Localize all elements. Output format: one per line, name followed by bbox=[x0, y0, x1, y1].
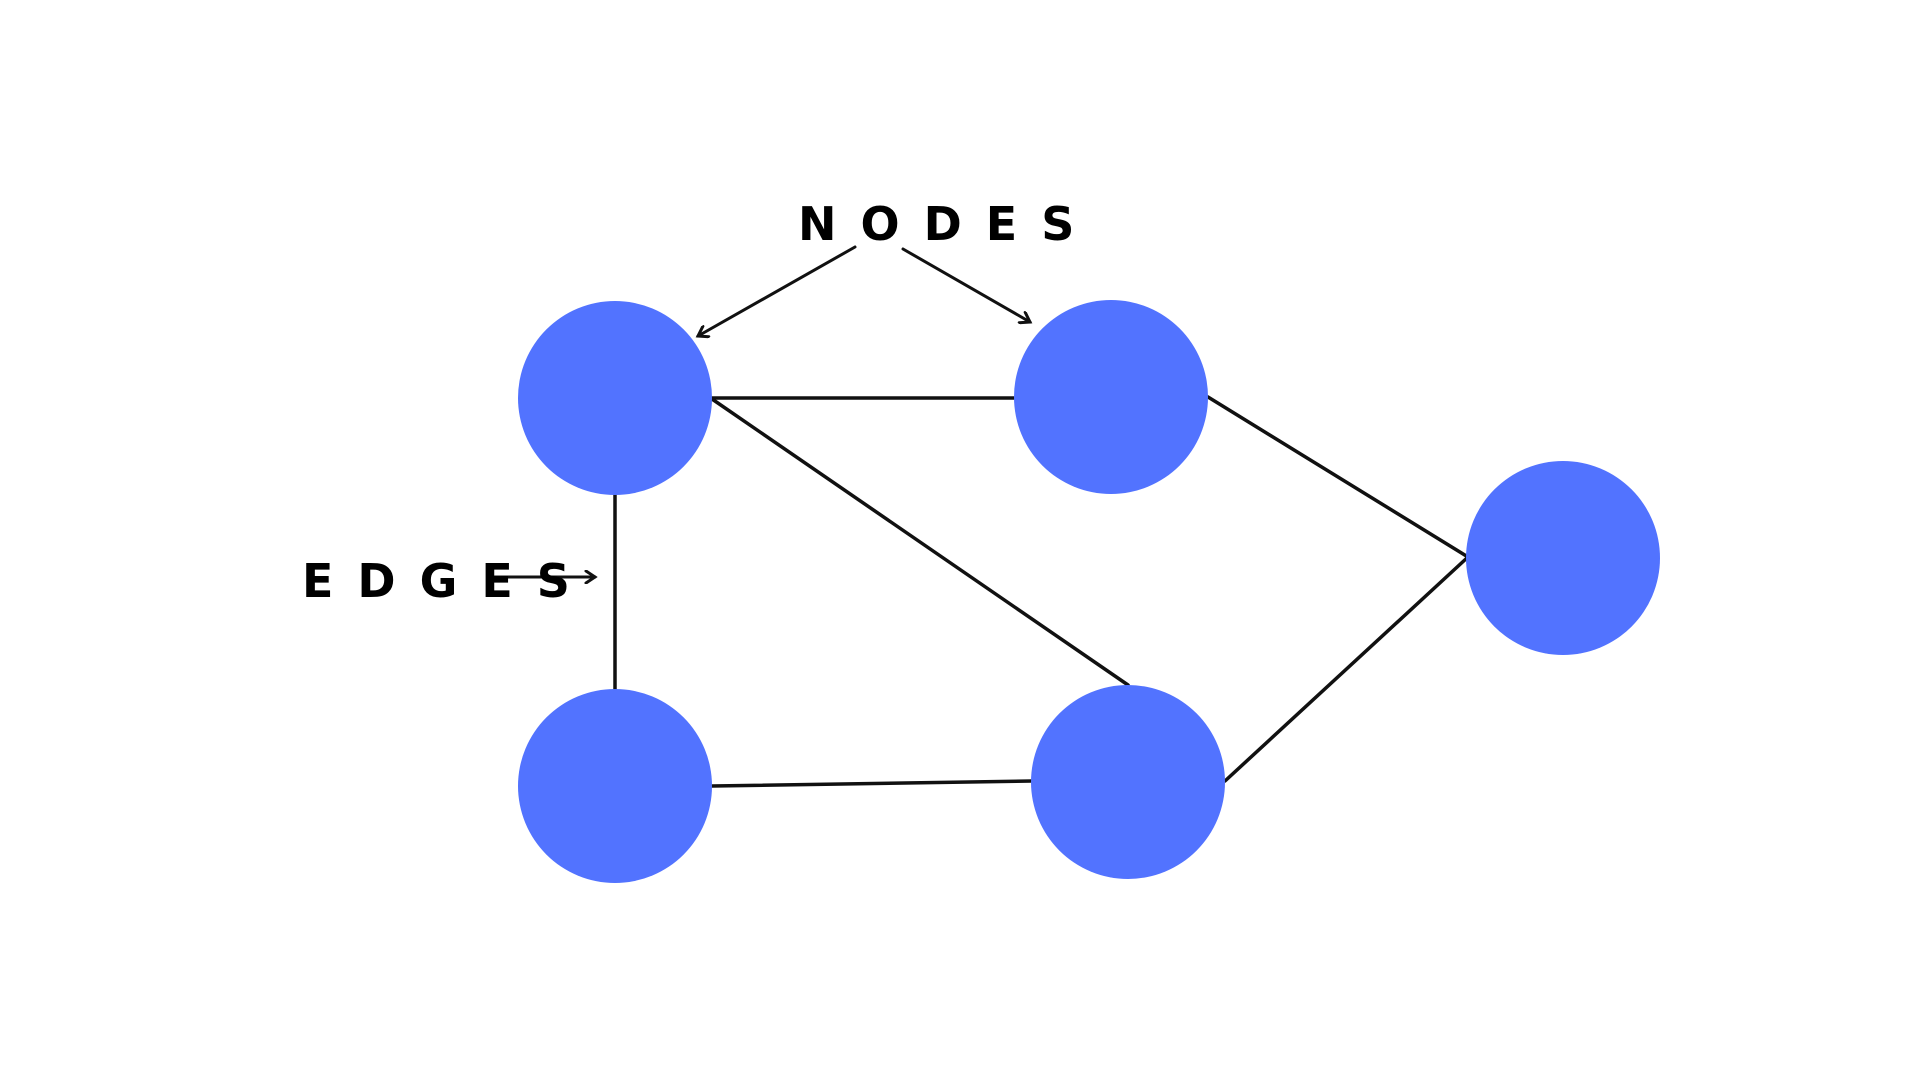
nodes-label: NODES bbox=[798, 197, 1098, 251]
edge-n4-n5 bbox=[710, 779, 1034, 788]
annotation-arrows bbox=[486, 245, 1030, 577]
edges-group bbox=[613, 395, 1470, 788]
node-circle bbox=[1466, 461, 1660, 655]
nodes-arrow-left bbox=[698, 245, 857, 336]
edges-label: EDGES bbox=[302, 554, 594, 608]
edge-n1-n5 bbox=[710, 397, 1130, 687]
node-circle bbox=[518, 301, 712, 495]
nodes-arrow-right bbox=[901, 247, 1030, 322]
node-circle bbox=[1031, 685, 1225, 879]
node-circle bbox=[1014, 300, 1208, 494]
edge-n5-n3 bbox=[1223, 555, 1470, 783]
node-circle bbox=[518, 689, 712, 883]
edge-n2-n3 bbox=[1206, 395, 1470, 559]
nodes-group bbox=[518, 300, 1660, 883]
